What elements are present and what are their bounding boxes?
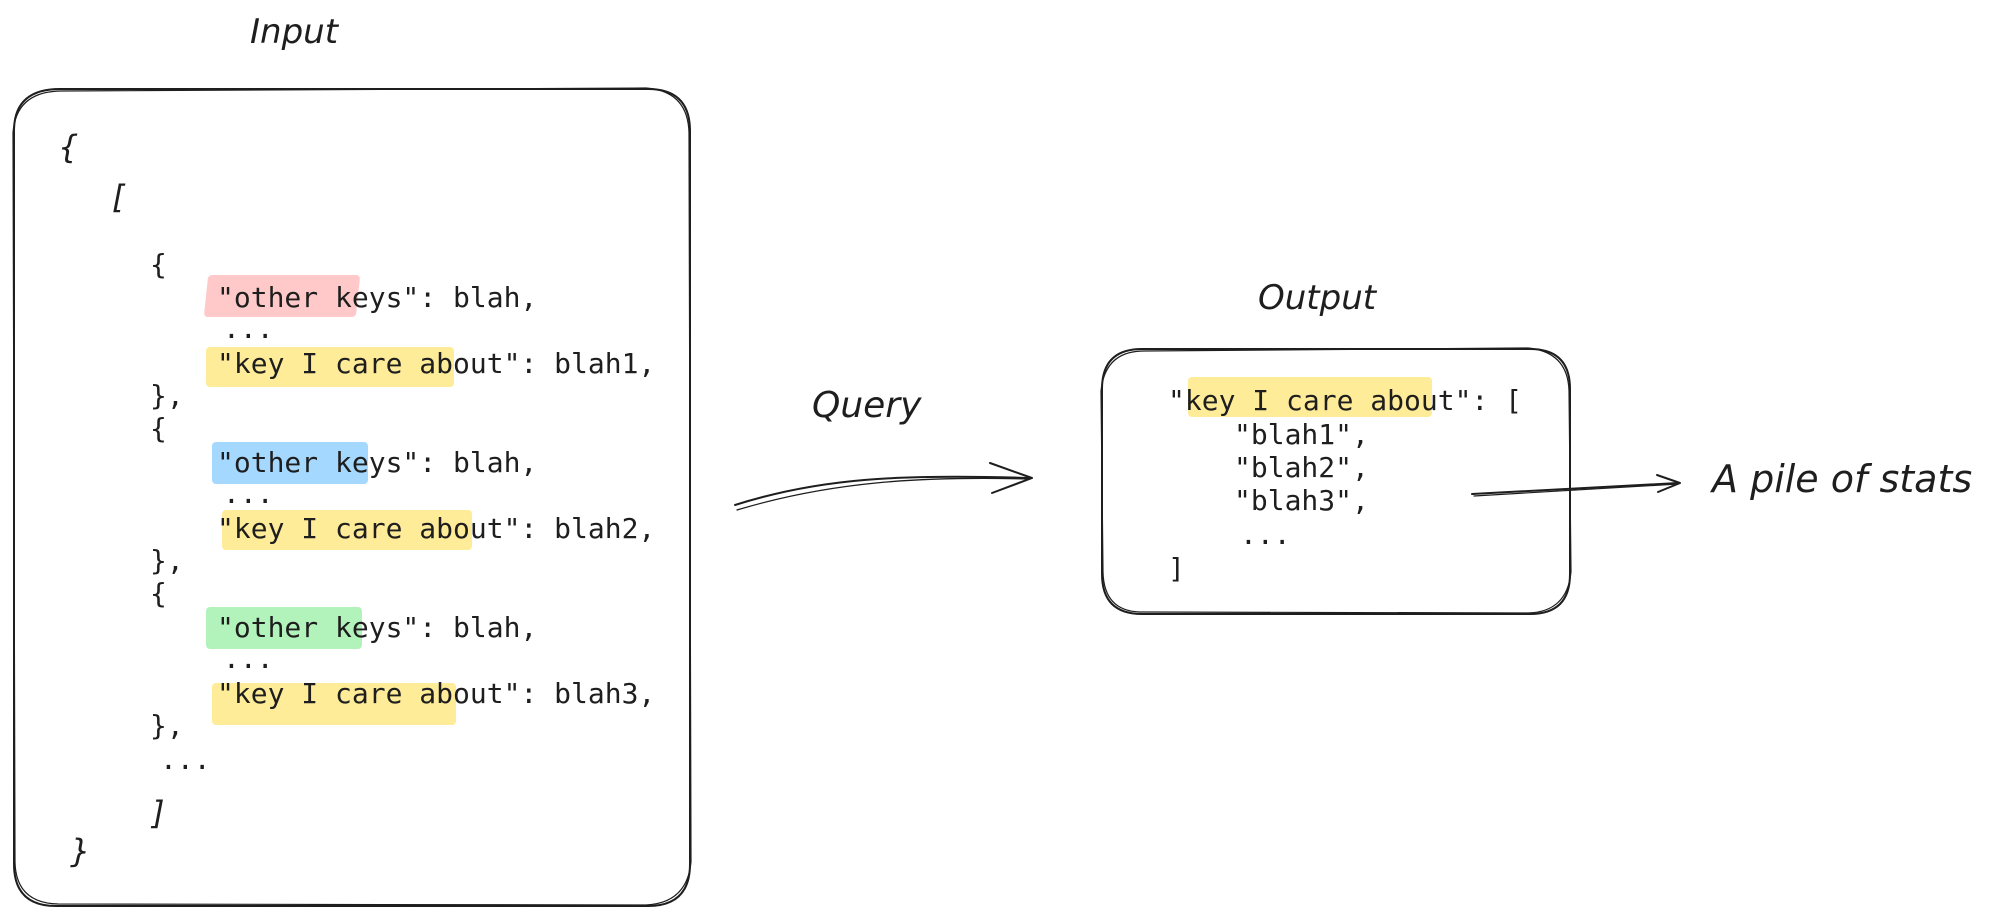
highlight-green (206, 607, 362, 649)
ellipsis-more: ... (160, 743, 211, 776)
obj-close-3: }, (150, 709, 184, 742)
highlight-yellow-3 (212, 683, 456, 725)
input-title: Input (250, 12, 339, 52)
obj-close-2: }, (150, 544, 184, 577)
key-care-line-2: "key I care about": blah2, (217, 512, 656, 545)
ellipsis-3: ... (223, 642, 274, 675)
other-keys-line-1: "other keys": blah, (217, 281, 538, 314)
output-close-bracket: ] (1168, 552, 1185, 585)
output-value-1: "blah1", (1234, 418, 1369, 451)
output-title: Output (1258, 278, 1377, 318)
stats-arrow (1471, 482, 1679, 495)
obj-open-1: { (150, 248, 167, 281)
output-key-line: "key I care about": [ (1168, 384, 1523, 417)
query-arrow (734, 475, 1031, 506)
highlight-yellow-2 (222, 510, 472, 550)
output-ellipsis: ... (1240, 518, 1291, 551)
key-care-line-3: "key I care about": blah3, (217, 677, 656, 710)
stats-label: A pile of stats (1712, 457, 1973, 501)
highlight-yellow-1 (206, 347, 454, 387)
input-open-brace: { (58, 128, 79, 166)
other-keys-line-2: "other keys": blah, (217, 446, 538, 479)
output-value-2: "blah2", (1234, 451, 1369, 484)
output-box (1101, 348, 1571, 615)
obj-open-2: { (150, 412, 167, 445)
input-close-brace: } (70, 832, 91, 870)
ellipsis-2: ... (223, 477, 274, 510)
other-keys-line-3: "other keys": blah, (217, 611, 538, 644)
output-value-3: "blah3", (1234, 484, 1369, 517)
highlight-yellow-output (1188, 377, 1432, 417)
highlight-blue (212, 442, 368, 484)
obj-close-1: }, (150, 379, 184, 412)
ellipsis-1: ... (223, 312, 274, 345)
query-label: Query (812, 385, 922, 426)
input-box (13, 88, 691, 907)
key-care-line-1: "key I care about": blah1, (217, 347, 656, 380)
input-close-bracket: ] (152, 794, 165, 832)
obj-open-3: { (150, 577, 167, 610)
input-open-bracket: [ (112, 178, 125, 216)
